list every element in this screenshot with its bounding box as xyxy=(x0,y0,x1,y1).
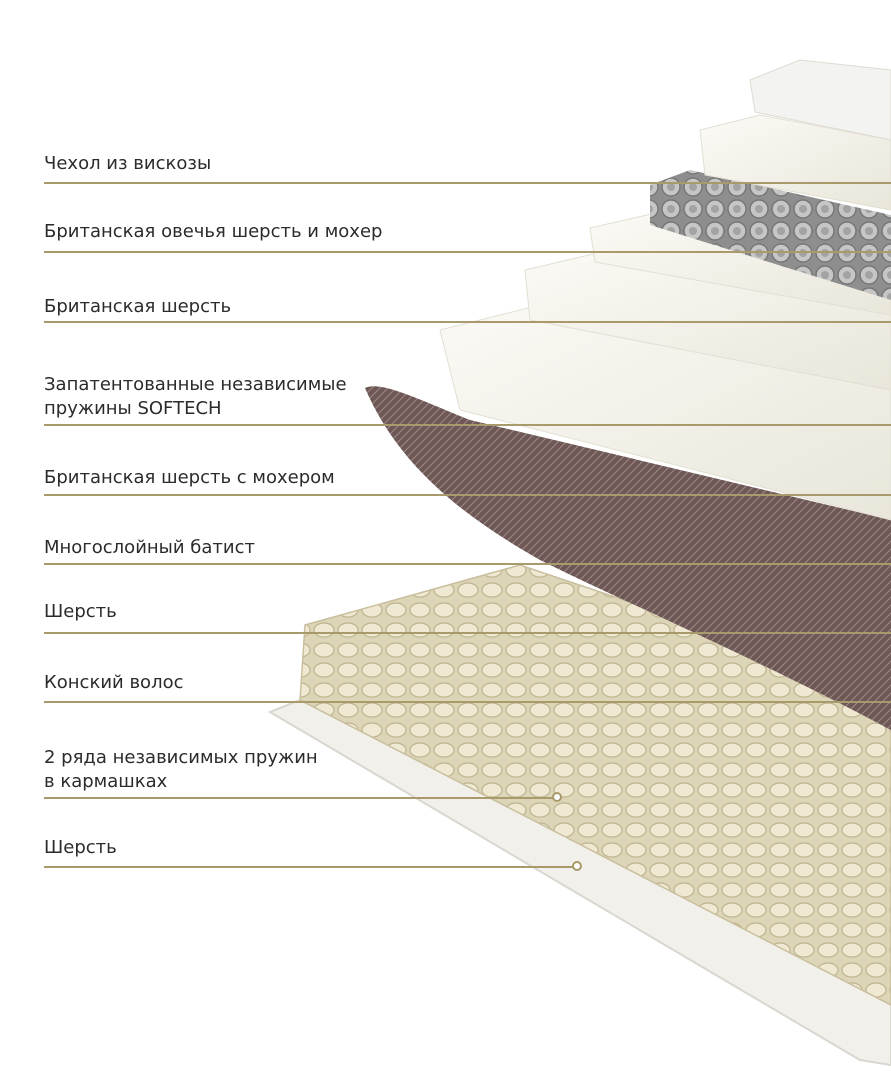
leader-line xyxy=(44,494,891,496)
layer-label: Шерсть xyxy=(44,601,117,622)
top-wool-layer xyxy=(699,114,891,211)
layer-label: Шерсть xyxy=(44,837,117,858)
leader-line xyxy=(44,563,891,565)
pocket-springs-block xyxy=(299,564,891,1006)
layer-label: 2 ряда независимых пружин в кармашках xyxy=(44,747,318,792)
leader-line xyxy=(44,321,891,323)
leader-line xyxy=(44,182,891,184)
leader-line xyxy=(44,632,891,634)
layer-label: Британская шерсть с мохером xyxy=(44,467,335,488)
layer-label: Чехол из вискозы xyxy=(44,153,212,174)
layer-label: Британская овечья шерсть и мохер xyxy=(44,221,383,242)
wool-layer-3 xyxy=(589,211,891,316)
horsehair-layer xyxy=(365,386,891,730)
layer-label: Многослойный батист xyxy=(44,537,255,558)
layer-label: Запатентованные независимые пружины SOFT… xyxy=(44,374,347,419)
leader-line xyxy=(44,251,891,253)
viscose-cover-layer xyxy=(749,59,891,141)
leader-line xyxy=(44,424,891,426)
leader-dot xyxy=(552,792,562,802)
leader-line xyxy=(44,701,891,703)
leader-line xyxy=(44,797,556,799)
softech-springs-layer xyxy=(650,170,891,300)
leader-line xyxy=(44,866,577,868)
layer-label: Конский волос xyxy=(44,672,184,693)
layer-label: Британская шерсть xyxy=(44,296,232,317)
leader-dot xyxy=(572,861,582,871)
